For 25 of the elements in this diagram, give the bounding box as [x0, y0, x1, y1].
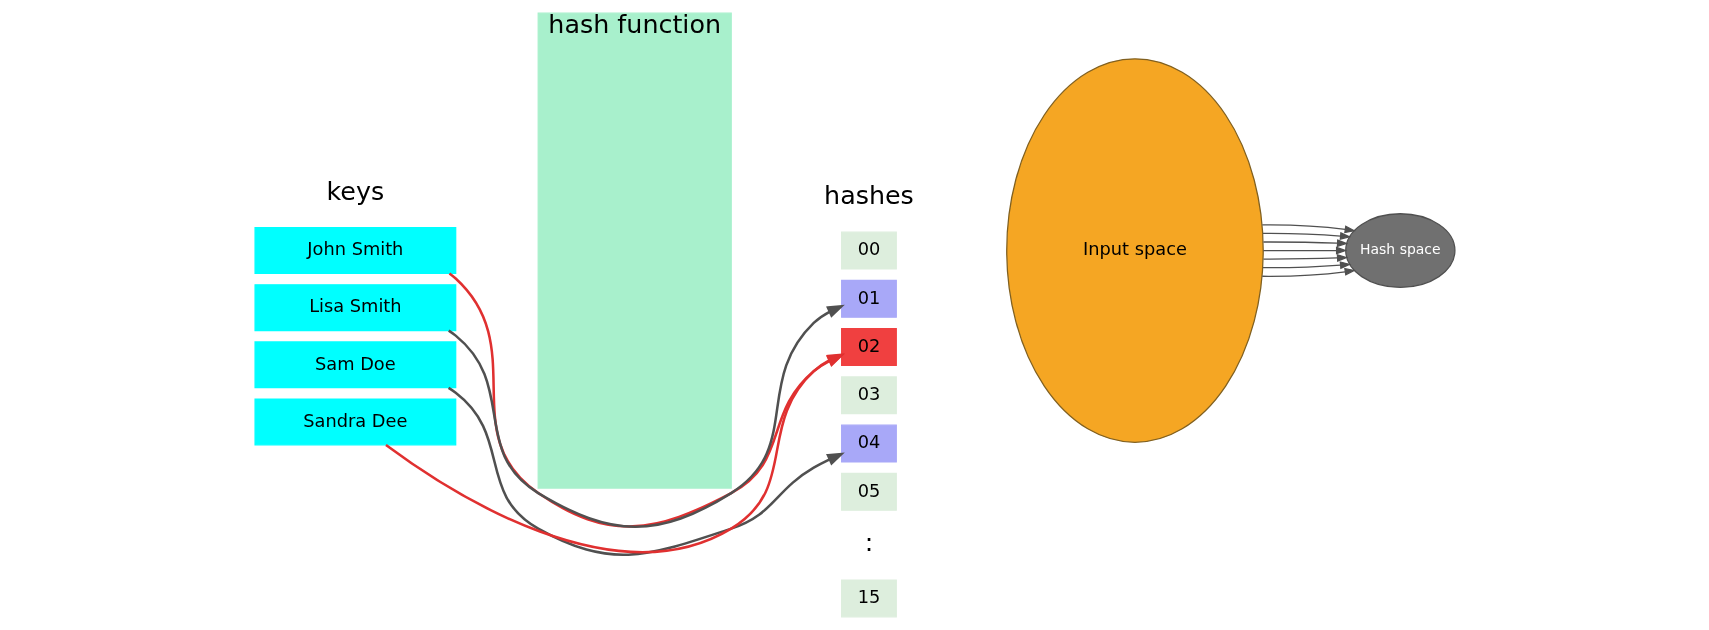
arrow [1262, 253, 1348, 262]
node-box: 01 [840, 279, 897, 318]
arrow [1261, 224, 1356, 234]
arrow [1262, 239, 1348, 248]
node-box: 05 [840, 472, 897, 511]
arrow [1261, 232, 1351, 240]
node-box: Sandra Dee [253, 398, 456, 446]
arrow [1261, 267, 1356, 277]
label: hashes [823, 179, 914, 210]
arrow [384, 353, 845, 554]
node-ellipse: Input space [1005, 58, 1264, 443]
node-box: 04 [840, 424, 897, 463]
arrow [1261, 261, 1351, 270]
label: keys [326, 175, 384, 206]
node-box: Sam Doe [253, 341, 456, 389]
node-box: Lisa Smith [253, 284, 456, 332]
node-box: 02 [840, 328, 897, 367]
label: : [864, 527, 873, 558]
arrow [447, 386, 845, 556]
arrow [1262, 246, 1347, 255]
node-box: 00 [840, 231, 897, 270]
node-box: hash function [537, 12, 732, 489]
node-box: John Smith [253, 227, 456, 275]
node-box: 15 [840, 579, 897, 618]
node-box: 03 [840, 376, 897, 415]
